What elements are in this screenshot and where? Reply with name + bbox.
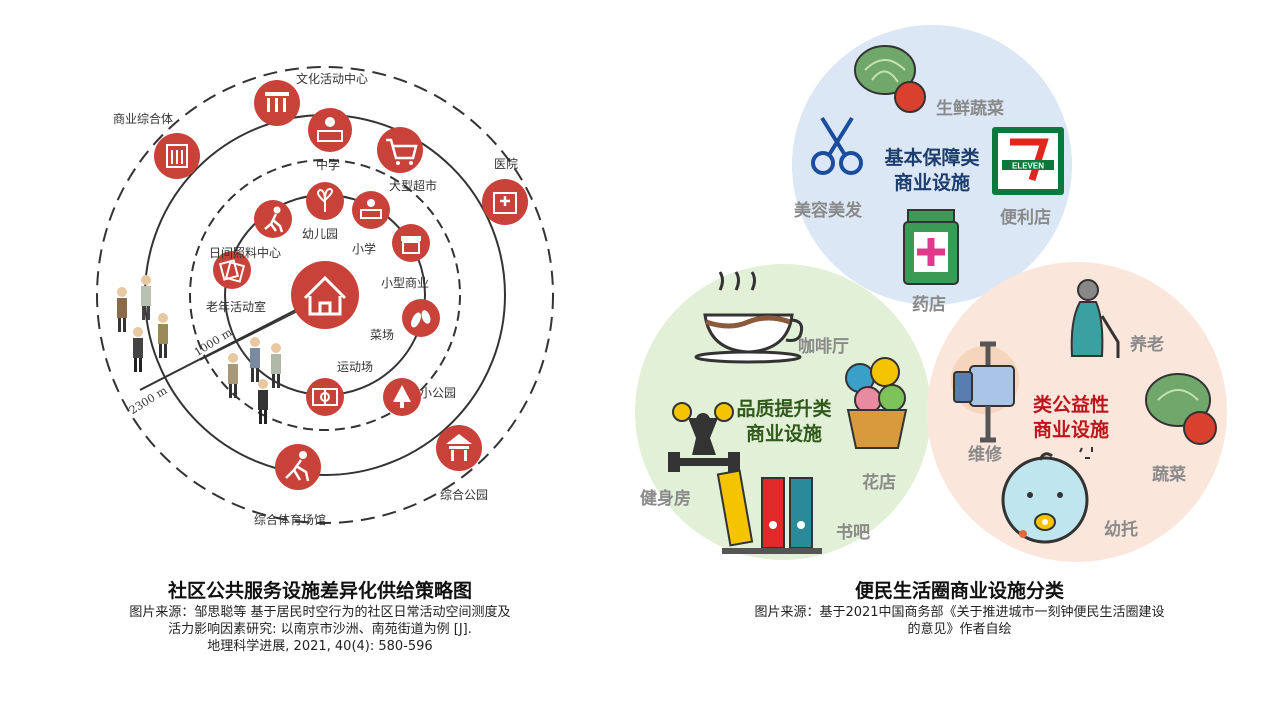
small-park-icon [383,378,421,416]
center-line: 商业设施 [745,423,822,445]
ring-outer-dashed [96,66,554,524]
center-line: 品质提升类 [736,398,832,420]
person-icon [250,337,260,382]
label-middle-school: 中学 [316,158,341,172]
hospital-icon [482,179,528,225]
convenience-store-icon: ELEVEN [992,127,1064,195]
basic-center-label: 基本保障类 商业设施 [852,146,1012,196]
center-line: 基本保障类 [884,147,980,169]
label-hospital: 医院 [494,157,519,171]
commercial-complex-icon [154,133,200,179]
vegetable-icon [854,45,926,113]
middle-school-icon [308,108,352,152]
scissors-icon [811,116,863,175]
radius-line-1000 [199,309,301,361]
coffee-icon [694,271,804,364]
kindergarten-icon [306,182,344,220]
label-comprehensive-park: 综合公园 [440,488,489,502]
label-hair-salon: 美容美发 [794,201,862,221]
source-line: 图片来源：基于2021中国商务部《关于推进城市一刻钟便民生活圈建设 [754,605,1165,620]
circle-public [927,262,1227,562]
sports-field-icon [306,378,344,416]
baby-icon [1001,447,1093,544]
person-icon [117,287,127,332]
flower-basket-icon [845,357,908,449]
label-convenience-store: 便利店 [1000,208,1051,228]
radius-line-2300 [139,294,326,391]
label-daycare: 日间照料中心 [209,246,282,260]
label-elderly-care: 养老 [1130,335,1164,355]
center-line: 类公益性 [1032,394,1109,416]
label-kindergarten: 幼儿园 [302,227,339,241]
pharmacy-icon [903,209,959,285]
ring-middle-dashed [189,159,461,431]
center-line: 商业设施 [1032,419,1109,441]
gym-icon [668,402,740,472]
label-vegetables: 蔬菜 [1152,465,1186,485]
label-florist: 花店 [862,473,896,493]
right-caption-source: 图片来源：基于2021中国商务部《关于推进城市一刻钟便民生活圈建设 的意见》作者… [660,604,1259,638]
elderly-room-icon [213,251,251,289]
right-caption-title: 便民生活圈商业设施分类 [854,580,1064,602]
community-facility-diagram: 文化活动中心 商业综合体 医院 中学 大型超市 幼儿园 日间照料中心 小学 小型… [0,66,640,655]
repair-icon [951,341,1019,443]
commercial-facility-venn: ELEVEN [635,0,1279,719]
person-icon [271,343,281,388]
public-center-label: 类公益性 商业设施 [1016,393,1126,443]
comprehensive-park-icon [436,425,482,471]
person-icon [228,353,238,398]
vegetable-market-icon [402,299,440,337]
label-childcare: 幼托 [1104,520,1138,540]
label-primary-school: 小学 [352,242,377,256]
label-sports-hall: 综合体育场馆 [254,513,327,527]
small-shop-icon [392,224,430,262]
label-gym: 健身房 [640,489,691,509]
label-small-shop: 小型商业 [381,276,430,290]
label-elderly-room: 老年活动室 [206,300,267,314]
label-repair: 维修 [968,445,1002,465]
source-line: 的意见》作者自绘 [907,622,1012,637]
center-line: 商业设施 [893,172,970,194]
store-logo-text: ELEVEN [1012,162,1044,171]
label-cafe: 咖啡厅 [798,337,849,357]
left-caption-source: 图片来源：邹思聪等 基于居民时空行为的社区日常活动空间测度及 活力影响因素研究:… [0,604,640,655]
sports-hall-icon [275,444,321,490]
circle-basic [792,25,1072,305]
supermarket-icon [377,127,423,173]
person-icon [141,275,151,320]
binders-icon [716,469,822,554]
elderly-icon [1070,279,1120,358]
person-icon [133,327,143,372]
residents-group [117,275,281,424]
label-vegetable-market: 菜场 [370,328,395,342]
culture-center-icon [254,80,300,126]
label-sports-field: 运动场 [337,360,374,374]
label-culture-center: 文化活动中心 [296,72,369,86]
label-supermarket: 大型超市 [389,179,438,193]
label-small-park: 小公园 [420,386,457,400]
source-line: 地理科学进展, 2021, 40(4): 580-596 [207,639,433,654]
left-caption-title: 社区公共服务设施差异化供给策略图 [167,580,472,602]
source-line: 图片来源：邹思聪等 基于居民时空行为的社区日常活动空间测度及 [129,605,511,620]
label-commercial-complex: 商业综合体 [113,112,174,126]
circle-quality [635,264,931,560]
daycare-icon [254,200,292,238]
home-icon [291,261,359,329]
source-line: 活力影响因素研究: 以南京市沙洲、南苑街道为例 [J]. [168,622,472,637]
quality-center-label: 品质提升类 商业设施 [704,397,864,447]
venn-diagram: ELEVEN [635,25,1227,562]
ring-diagram [96,66,554,524]
label-fresh-vegetables: 生鲜蔬菜 [936,99,1004,119]
primary-school-icon [352,191,390,229]
vegetable-icon [1145,373,1217,445]
person-icon [158,313,168,358]
label-book-bar: 书吧 [836,523,870,543]
label-pharmacy: 药店 [912,295,946,315]
person-icon [258,379,268,424]
